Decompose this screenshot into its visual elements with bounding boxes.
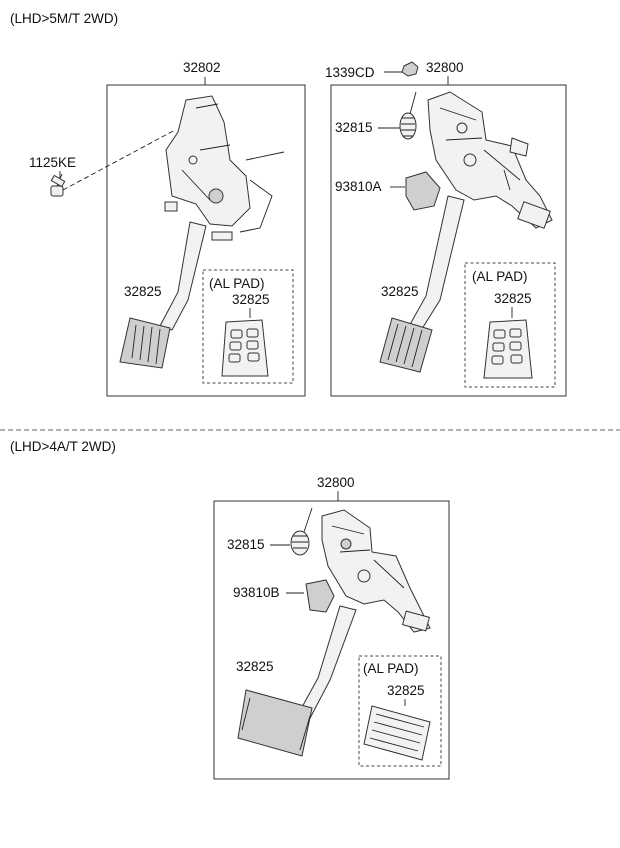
part-label-assembly: 32802	[183, 60, 221, 75]
stop-lamp-switch-part	[305, 579, 335, 613]
part-label-nut: 1339CD	[325, 65, 375, 80]
alpad-inset-border	[202, 269, 294, 384]
clutch-pedal-part	[119, 95, 285, 369]
panel-border	[106, 84, 306, 397]
dashed-leader	[62, 129, 176, 191]
part-label-spring: 32815	[335, 120, 373, 135]
part-label-spring: 32815	[227, 537, 265, 552]
part-label-pad: 32825	[124, 284, 162, 299]
alpad-part	[221, 319, 269, 377]
brake-pedal-part	[237, 509, 431, 757]
alpad-heading: (AL PAD)	[209, 276, 265, 291]
nut-part	[401, 61, 419, 77]
section-title-manual: (LHD>5M/T 2WD)	[10, 11, 118, 26]
panel-clutch-pedal-assembly: 32802 1125KE 32825 (AL PAD) 32825	[29, 60, 306, 397]
alpad-inset-border	[358, 655, 442, 767]
part-label-switch: 93810B	[233, 585, 280, 600]
alpad-part-label: 32825	[494, 291, 532, 306]
alpad-heading: (AL PAD)	[472, 269, 528, 284]
panel-brake-pedal-assembly-at: 32800 32815 93810B 32825 (AL PAD) 32825	[213, 475, 450, 780]
alpad-part	[363, 705, 431, 761]
stop-lamp-switch-part	[405, 171, 441, 211]
part-label-pad: 32825	[236, 659, 274, 674]
alpad-part	[483, 319, 533, 379]
part-label-assembly: 32800	[317, 475, 355, 490]
alpad-part-label: 32825	[387, 683, 425, 698]
part-label-bolt: 1125KE	[29, 155, 76, 170]
brake-pedal-part	[379, 91, 553, 373]
section-title-automatic: (LHD>4A/T 2WD)	[10, 439, 116, 454]
panel-border	[213, 500, 450, 780]
part-label-assembly: 32800	[426, 60, 464, 75]
spring-part	[399, 91, 417, 140]
spring-part	[290, 507, 313, 556]
alpad-inset-border	[464, 262, 556, 388]
panel-border	[330, 84, 567, 397]
part-label-pad: 32825	[381, 284, 419, 299]
bolt-part	[50, 173, 66, 197]
panel-brake-pedal-assembly-mt: 1339CD 32800 32815 93810A 32825 (AL PAD)…	[325, 60, 567, 397]
alpad-part-label: 32825	[232, 292, 270, 307]
alpad-heading: (AL PAD)	[363, 661, 419, 676]
part-label-switch: 93810A	[335, 179, 382, 194]
